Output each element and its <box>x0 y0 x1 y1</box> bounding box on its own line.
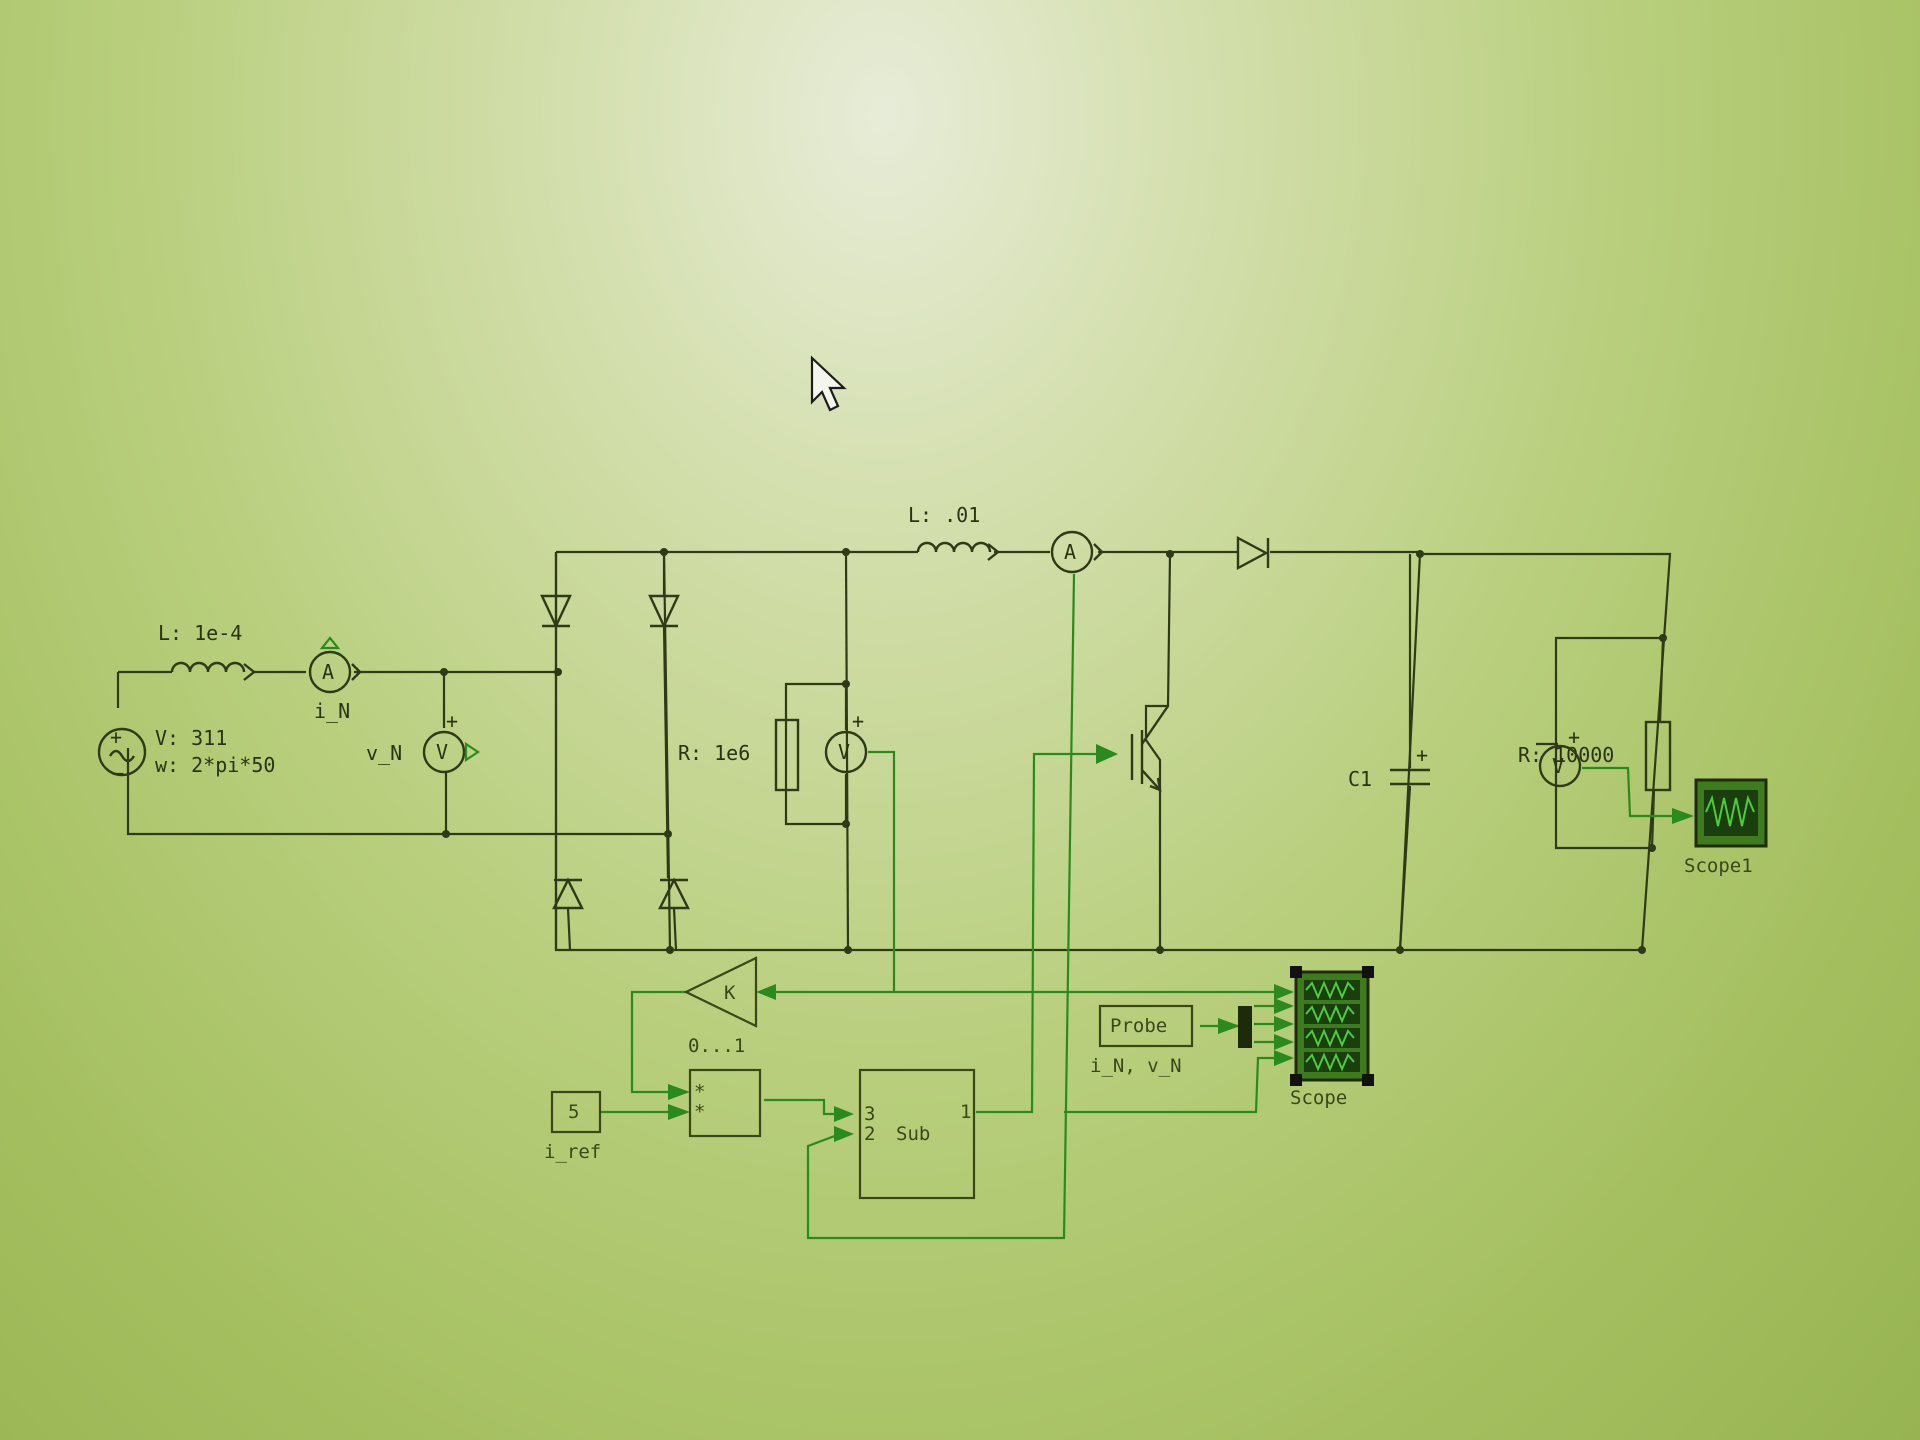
source-frequency-label: w: 2*pi*50 <box>155 753 275 777</box>
svg-text:A: A <box>1064 540 1076 564</box>
probe-signals-label: i_N, v_N <box>1090 1055 1182 1077</box>
gain-range-label: 0...1 <box>688 1035 745 1057</box>
boost-inductor-label: L: .01 <box>908 503 980 527</box>
line-ammeter[interactable]: A <box>308 636 362 694</box>
svg-text:*: * <box>694 1101 705 1123</box>
svg-text:+: + <box>1416 743 1428 767</box>
output-voltmeter[interactable]: V + <box>1538 725 1582 788</box>
scope-wave-icon <box>1304 980 1360 1072</box>
line-current-label: i_N <box>314 699 350 723</box>
minus-sign: − <box>112 761 124 785</box>
sense-resistor-label: R: 1e6 <box>678 741 750 765</box>
signal-wires <box>600 573 1680 1240</box>
mouse-cursor-icon <box>810 355 847 412</box>
scope1-label: Scope1 <box>1684 855 1753 877</box>
scope1-wave-icon <box>1705 794 1755 827</box>
scope1-block[interactable] <box>1694 778 1768 848</box>
scope-block[interactable] <box>1290 966 1374 1086</box>
svg-text:1: 1 <box>960 1101 971 1123</box>
dc-capacitor[interactable]: + <box>1390 554 1430 951</box>
load-resistor[interactable] <box>1644 720 1672 792</box>
line-voltmeter[interactable]: V + <box>422 709 480 774</box>
svg-text:Sub: Sub <box>896 1123 930 1145</box>
svg-text:+: + <box>1568 725 1580 749</box>
svg-text:5: 5 <box>568 1101 579 1123</box>
probe-block[interactable]: Probe <box>1098 1004 1194 1048</box>
gain-block[interactable]: K <box>683 956 758 1028</box>
igbt-switch[interactable] <box>1130 705 1169 792</box>
boost-inductor[interactable] <box>916 541 1000 561</box>
subsystem-block[interactable]: 3 2 1 Sub <box>858 1068 976 1200</box>
svg-text:3: 3 <box>864 1103 875 1125</box>
svg-text:2: 2 <box>864 1123 875 1145</box>
product-block[interactable]: * * <box>688 1068 762 1138</box>
constant-label: i_ref <box>544 1141 601 1163</box>
svg-text:V: V <box>436 740 448 764</box>
line-inductor[interactable] <box>170 661 256 681</box>
signal-arrows <box>668 744 1694 1142</box>
line-voltage-label: v_N <box>366 741 402 765</box>
scope-label: Scope <box>1290 1087 1347 1109</box>
svg-text:+: + <box>852 709 864 733</box>
source-voltage-label: V: 311 <box>155 726 227 750</box>
line-inductor-label: L: 1e-4 <box>158 621 242 645</box>
capacitor-label: C1 <box>1348 767 1372 791</box>
svg-text:V: V <box>838 740 850 764</box>
diode-bridge[interactable] <box>540 552 690 951</box>
output-diode[interactable] <box>1236 535 1270 571</box>
boost-ammeter[interactable]: A <box>1050 530 1104 574</box>
svg-text:Probe: Probe <box>1110 1015 1167 1037</box>
sense-resistor[interactable] <box>774 718 800 792</box>
svg-text:V: V <box>1552 754 1564 778</box>
plus-sign: + <box>110 725 122 749</box>
svg-text:A: A <box>322 660 334 684</box>
constant-block[interactable]: 5 <box>550 1090 602 1134</box>
dc-voltmeter[interactable]: V + <box>824 709 868 774</box>
demux-bar[interactable] <box>1238 1006 1252 1048</box>
junction-dots <box>440 548 1667 954</box>
svg-text:K: K <box>724 982 736 1004</box>
selection-handles[interactable] <box>1290 966 1374 1086</box>
svg-text:*: * <box>694 1081 705 1103</box>
svg-text:+: + <box>446 709 458 733</box>
ac-voltage-source[interactable]: + − <box>97 725 147 785</box>
